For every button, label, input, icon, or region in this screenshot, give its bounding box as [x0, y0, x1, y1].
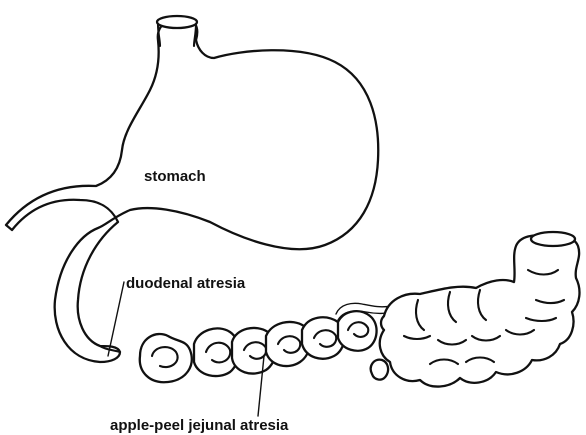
stomach-shape	[6, 16, 378, 362]
duodenal-leader-line	[108, 282, 124, 356]
label-jejunal-atresia: apple-peel jejunal atresia	[110, 417, 289, 434]
colon	[371, 232, 580, 387]
label-stomach: stomach	[144, 168, 206, 185]
jejunal-coils	[140, 311, 377, 382]
label-duodenal-atresia: duodenal atresia	[126, 275, 246, 292]
